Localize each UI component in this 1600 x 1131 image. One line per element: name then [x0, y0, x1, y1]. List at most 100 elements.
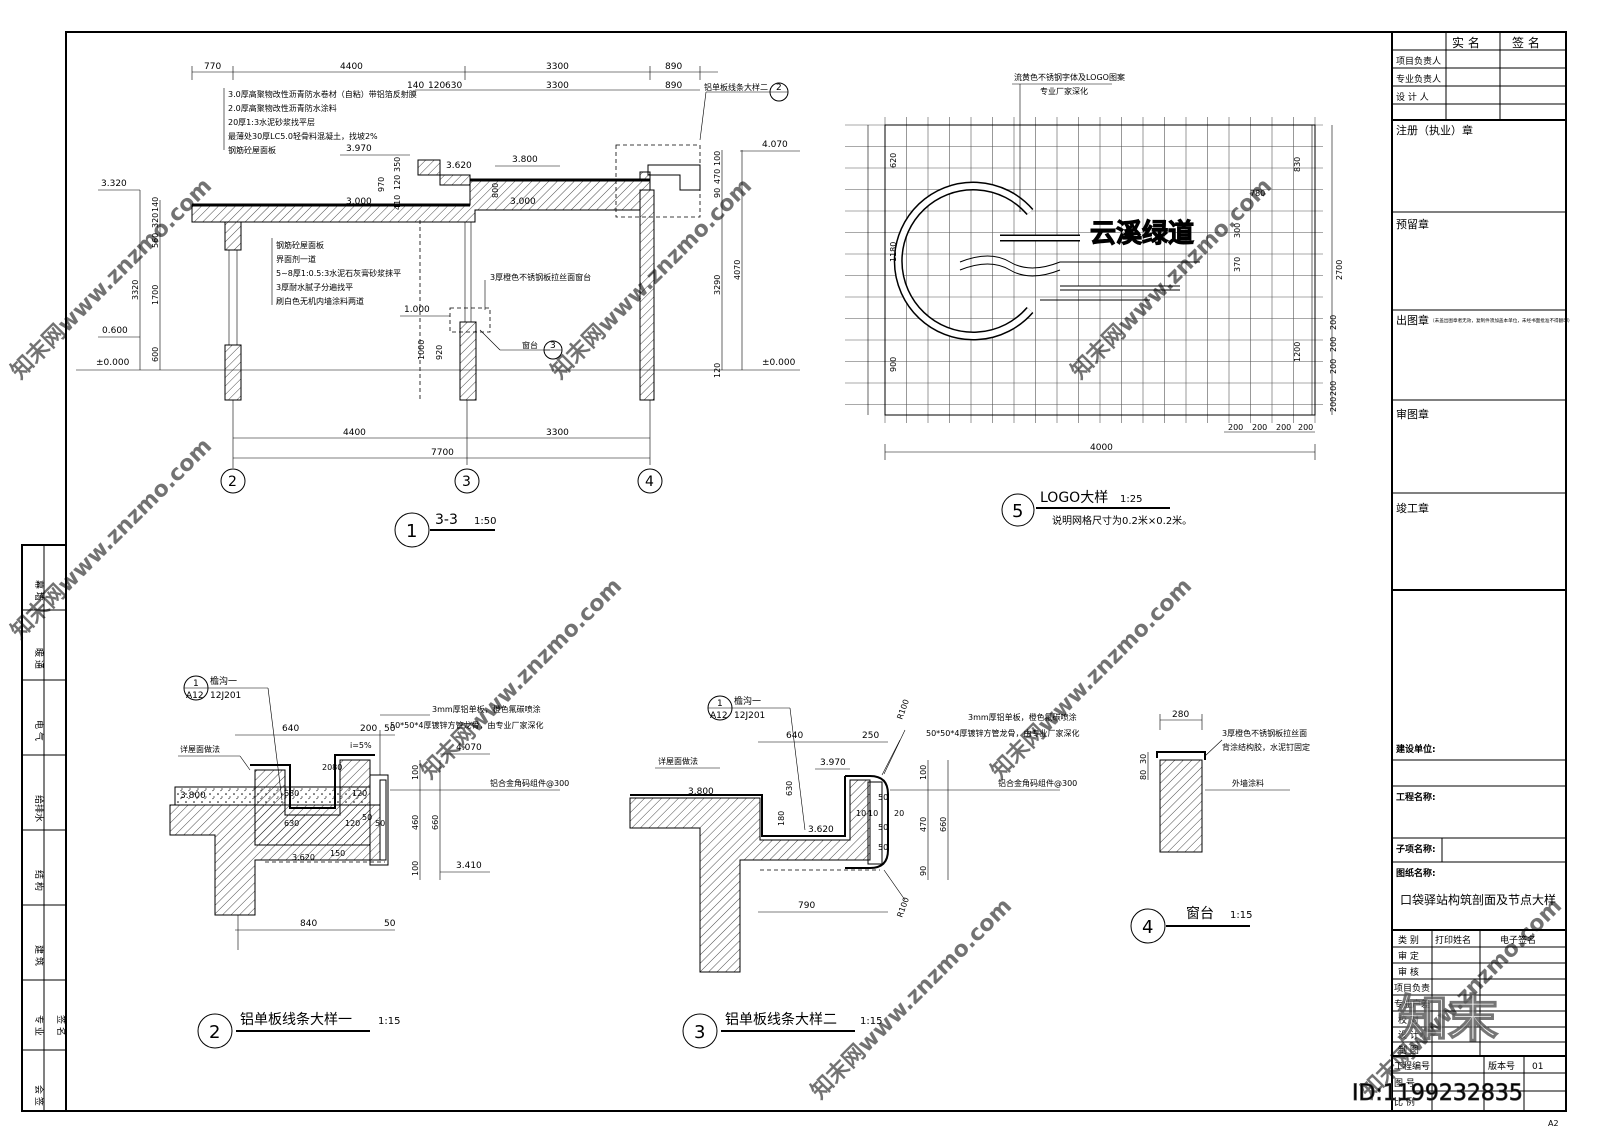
v3-dim-20: 20 [894, 809, 904, 818]
v2-scale: 1:15 [378, 1016, 400, 1027]
v2-ref-bottom: A12 [186, 691, 204, 701]
strip-label-discipline: 专 业 [33, 1015, 45, 1036]
v5-note: 说明网格尺寸为0.2米×0.2米。 [1052, 514, 1192, 527]
v3-dim-630: 630 [785, 781, 794, 796]
v2-ref-std: 12J201 [210, 691, 241, 701]
v3-dim-10a: 10 [856, 809, 866, 818]
v3-dim-90: 90 [919, 866, 928, 876]
v2-dim-150: 150 [330, 849, 345, 858]
v2-elev-3800: 3.800 [180, 791, 206, 801]
v1-dim-4400: 4400 [340, 62, 363, 72]
v1-title: 3-3 [435, 512, 458, 528]
v2-dim-50d: 50 [384, 919, 396, 929]
v1-ldim-600: 600 [151, 347, 160, 362]
tb-drawing-label: 图纸名称: [1396, 867, 1436, 879]
tb-project-label: 工程名称: [1396, 791, 1436, 803]
v2-dim-660: 660 [431, 815, 440, 830]
tb-drawing-no-label: 图 号 [1394, 1078, 1415, 1089]
v1-mdim-970: 970 [377, 177, 386, 192]
v1-ldim-140: 140 [151, 197, 160, 212]
v1-ldim-320: 320 [151, 213, 160, 228]
v2-dim-630b: 630 [284, 819, 299, 828]
tb-role-project-lead: 项目负责人 [1396, 55, 1441, 67]
v3-dim-470: 470 [919, 817, 928, 832]
left-signature-strip: 幕 墙 暖 通 电 气 给排水 结 构 建 筑 专 业 会 签 签 名 [21, 544, 67, 1112]
strip-label-structure: 结 构 [33, 870, 45, 891]
v1-bdim-4400: 4400 [343, 428, 366, 438]
tb-client-label: 建设单位: [1396, 743, 1436, 755]
tb-sign-row-draft: 制 图 [1398, 1044, 1419, 1056]
v1-wall-note-3: 5~8厚1:0.5:3水泥石灰膏砂浆抹平 [276, 268, 401, 278]
v3-circle-no: 3 [694, 1022, 705, 1043]
strip-label-electrical: 电 气 [33, 720, 45, 741]
v5-bdim-3: 200 [1276, 423, 1291, 432]
watermark: 知末网www.znzmo.com [6, 433, 217, 644]
v1-rdim-470: 470 [713, 169, 722, 184]
v1-dim2-3300: 3300 [546, 81, 569, 91]
v3-ref-std: 12J201 [734, 711, 765, 721]
tb-header-name: 实 名 [1452, 35, 1480, 50]
tb-sign-row-approve: 审 定 [1398, 950, 1419, 962]
view5-logo-detail: 云溪绿道 流黄色不锈钢字体及LOGO图案 专业厂家深化 620 1180 900… [845, 72, 1344, 527]
v1-window-note: 3厚橙色不锈钢板拉丝面窗台 [490, 272, 591, 282]
tb-stamp-reserved: 预留章 [1396, 217, 1429, 231]
tb-sign-head-esign: 电子签名 [1500, 934, 1536, 946]
view4-window-sill: 280 30 80 3厚橙色不锈钢板拉丝面 背涂结构胶，水泥钉固定 外墙涂料 4… [1130, 710, 1310, 944]
v4-scale: 1:15 [1230, 910, 1252, 921]
v1-rdim-90: 90 [713, 188, 722, 198]
v4-circle-no: 4 [1142, 917, 1153, 938]
v1-rdim-4070: 4070 [733, 260, 742, 280]
v3-dim-660: 660 [939, 817, 948, 832]
watermark: 知末网www.znzmo.com [806, 893, 1017, 1104]
v1-roof-note-5: 钢筋砼屋面板 [228, 145, 276, 155]
tb-sign-row-projlead: 项目负责 [1394, 982, 1430, 994]
v1-rdim-100: 100 [713, 151, 722, 166]
v1-elev-3800: 3.800 [512, 155, 538, 165]
tb-stamp-issue: 出图章 [1396, 313, 1429, 327]
v3-elev-3620: 3.620 [808, 825, 834, 835]
v1-scale: 1:50 [474, 516, 496, 527]
v5-rdim-370: 370 [1233, 257, 1242, 272]
tb-subitem-label: 子项名称: [1396, 843, 1436, 855]
tb-project-no-label: 工程编号 [1394, 1060, 1430, 1072]
view1-section-3-3: 770 4400 3300 890 140 120 630 3300 890 3… [76, 62, 800, 548]
v5-bdim-2: 200 [1252, 423, 1267, 432]
brand-mark: 知末 [1398, 990, 1498, 1048]
v1-wall-note-5: 刷白色无机内墙涂料两道 [276, 296, 364, 306]
v2-dim-120b: 120 [345, 819, 360, 828]
tb-stamp-issue-note: （未盖出图章者无效，复制件须加盖本单位，未经书面批准不得翻印） [1430, 317, 1572, 324]
v5-rsdim-2: 200 [1329, 337, 1338, 352]
v4-dim-30: 30 [1139, 754, 1148, 764]
v5-ldim-900: 900 [889, 357, 898, 372]
v3-dim-50a: 50 [878, 793, 888, 802]
v1-elev-4070: 4.070 [762, 140, 788, 150]
v1-tag-ref: 2 [776, 83, 782, 93]
v5-scale: 1:25 [1120, 494, 1142, 505]
strip-label-curtain: 幕 墙 [33, 580, 45, 601]
tb-header-sign: 签 名 [1512, 35, 1540, 50]
v3-elev-3970: 3.970 [820, 758, 846, 768]
tb-scale-label: 比 例 [1394, 1096, 1415, 1108]
sheet-border [65, 31, 1567, 1112]
v5-bdim-1: 200 [1228, 423, 1243, 432]
strip-label-architecture: 建 筑 [33, 945, 45, 966]
tb-drawing-name: 口袋驿站构筑剖面及节点大样 [1400, 892, 1556, 907]
v3-note-2: 50*50*4厚镀锌方管龙骨，由专业厂家深化 [926, 728, 1079, 738]
v1-dim2-890: 890 [665, 81, 682, 91]
v1-rdim-3290: 3290 [713, 275, 722, 295]
paper-size-label: A2 [1548, 1119, 1559, 1128]
v5-circle-no: 5 [1012, 501, 1023, 522]
v1-mdim-800: 800 [491, 183, 500, 198]
v2-elev-4070: 4.070 [456, 743, 482, 753]
tb-sign-row-check: 审 核 [1398, 966, 1419, 978]
v1-mdim-120: 120 [393, 175, 402, 190]
v2-dim-100a: 100 [411, 765, 420, 780]
v3-note-4: 详屋面做法 [658, 756, 698, 766]
v1-wall-note-4: 3厚耐水腻子分遍找平 [276, 282, 353, 292]
v1-elev-3000a: 3.000 [346, 197, 372, 207]
v2-ref-top: 1 [193, 679, 199, 689]
v2-slope: i=5% [350, 741, 372, 750]
tb-stamp-completion: 竣工章 [1396, 501, 1429, 515]
v1-dim-770: 770 [204, 62, 221, 72]
